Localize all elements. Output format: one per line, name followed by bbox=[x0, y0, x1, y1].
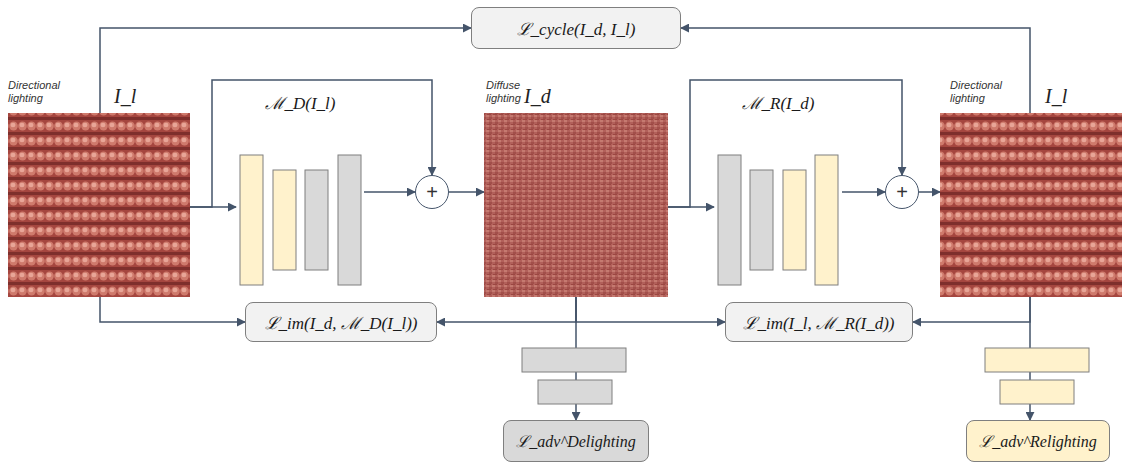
sum-symbol: + bbox=[426, 182, 438, 202]
loss-label: ℒ_im(I_l, ℳ_R(I_d)) bbox=[743, 311, 894, 334]
network-layer bbox=[305, 170, 328, 270]
connector-arrow bbox=[576, 297, 725, 322]
image-symbol: I_l bbox=[1045, 85, 1067, 107]
discriminator-layer bbox=[522, 348, 626, 372]
sum-node: + bbox=[885, 175, 919, 209]
adversarial-loss-box: ℒ_adv^Delighting bbox=[503, 420, 649, 462]
sum-node: + bbox=[415, 175, 449, 209]
connector-arrow bbox=[913, 297, 1030, 322]
sum-symbol: + bbox=[896, 182, 908, 202]
image-panel: Directional lightingI_l bbox=[8, 113, 190, 297]
fabric-image bbox=[8, 113, 190, 297]
image-caption: Directional lighting bbox=[8, 79, 74, 105]
network-layer bbox=[718, 155, 741, 285]
network-layer bbox=[273, 170, 296, 270]
loss-label: ℒ_cycle(I_d, I_l) bbox=[517, 17, 636, 40]
image-symbol: I_l bbox=[114, 85, 136, 107]
network-block: ℳ_D(I_l) bbox=[236, 88, 364, 288]
loss-label: ℒ_adv^Delighting bbox=[516, 430, 635, 452]
connector-arrow bbox=[100, 28, 471, 113]
connector-arrow bbox=[449, 191, 484, 193]
image-panel: Directional lightingI_l bbox=[940, 113, 1122, 297]
network-layers bbox=[240, 155, 1089, 404]
discriminator-layer bbox=[538, 380, 612, 404]
network-layer bbox=[338, 155, 361, 285]
connector-arrow bbox=[681, 28, 1030, 113]
network-block: ℳ_R(I_d) bbox=[714, 88, 842, 288]
loss-box: ℒ_im(I_l, ℳ_R(I_d)) bbox=[725, 302, 913, 342]
connector-arrow bbox=[364, 191, 415, 193]
loss-label: ℒ_im(I_d, ℳ_D(I_l)) bbox=[265, 311, 418, 334]
discriminator-layer bbox=[985, 348, 1089, 372]
image-symbol: I_d bbox=[524, 85, 551, 107]
connector-arrow bbox=[842, 191, 885, 193]
network-label: ℳ_D(I_l) bbox=[265, 91, 336, 114]
loss-box: ℒ_cycle(I_d, I_l) bbox=[471, 7, 681, 49]
network-layer bbox=[783, 170, 806, 270]
image-panel: Diffuse lightingI_d bbox=[484, 113, 668, 297]
loss-box: ℒ_im(I_d, ℳ_D(I_l)) bbox=[245, 302, 437, 342]
network-layer bbox=[750, 170, 773, 270]
loss-label: ℒ_adv^Relighting bbox=[979, 430, 1097, 452]
connector-arrow bbox=[100, 297, 245, 322]
discriminator-layer bbox=[1000, 380, 1074, 404]
network-layer bbox=[815, 155, 838, 285]
network-label: ℳ_R(I_d) bbox=[742, 91, 815, 114]
fabric-image bbox=[484, 113, 668, 297]
network-layer bbox=[240, 155, 263, 285]
image-caption: Directional lighting bbox=[950, 79, 1016, 105]
adversarial-loss-box: ℒ_adv^Relighting bbox=[966, 420, 1110, 462]
fabric-image bbox=[940, 113, 1122, 297]
connector-arrow bbox=[919, 191, 940, 193]
connector-arrow bbox=[437, 297, 576, 322]
